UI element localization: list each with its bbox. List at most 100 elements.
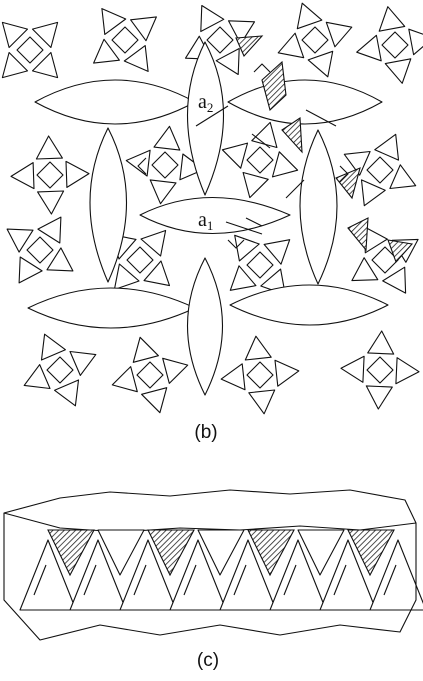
slab-tetrahedron-down	[247, 529, 295, 577]
tetrahedron	[384, 58, 412, 84]
tetrahedron	[215, 47, 240, 76]
tetrahedron	[374, 133, 400, 161]
tetrahedron	[140, 229, 167, 257]
tetrahedron	[378, 6, 406, 32]
axis-label-a1: a1	[198, 209, 263, 235]
four-ring	[136, 361, 164, 389]
tetrahedron	[277, 32, 305, 59]
slab-edge	[83, 564, 97, 596]
tetrahedron	[248, 389, 276, 415]
tetrahedra-cluster	[10, 135, 90, 215]
ring-openings	[27, 41, 389, 396]
tetrahedron	[37, 216, 62, 244]
four-ring	[381, 31, 409, 59]
tetrahedron	[162, 357, 189, 384]
tetrahedron	[271, 151, 299, 178]
tetrahedron	[389, 164, 417, 190]
tetrahedron	[1, 21, 29, 49]
slab-tetrahedra	[3, 513, 423, 641]
tetrahedron	[227, 20, 256, 45]
slab-tetrahedron-up	[69, 539, 127, 611]
four-ring	[126, 246, 154, 274]
tetrahedron	[65, 160, 90, 188]
panel-c-caption: (c)	[197, 650, 219, 671]
four-ring	[301, 26, 329, 54]
tetrahedron	[234, 234, 260, 262]
tetrahedron	[46, 247, 74, 272]
tetrahedron	[221, 142, 249, 169]
slab-edge	[33, 564, 47, 596]
ring-horizontal-top-left	[34, 79, 196, 125]
ring-vertical-left	[89, 127, 127, 283]
slab-edge	[233, 564, 247, 596]
axis-label-a2: a2	[195, 91, 229, 127]
ring-horizontal-a1	[139, 197, 291, 234]
tetrahedra-cluster	[1, 21, 59, 79]
slab-edge	[183, 564, 197, 596]
tetrahedron	[18, 256, 43, 284]
four-ring	[206, 26, 234, 54]
tetrahedron	[93, 38, 120, 64]
slab-tetrahedron-up	[219, 539, 277, 611]
tetrahedron	[153, 125, 181, 151]
tetrahedra-cluster	[277, 2, 353, 78]
tetrahedra-cluster	[356, 6, 423, 84]
tetrahedron	[6, 228, 34, 253]
tetrahedron	[143, 260, 171, 287]
tetrahedron	[113, 263, 140, 291]
slab-tetrahedron-up	[369, 539, 423, 611]
slab-tetrahedron-up	[19, 539, 77, 611]
slab-edge	[283, 564, 297, 596]
slab-tetrahedron-up	[269, 539, 327, 611]
tetrahedron	[200, 4, 225, 33]
tetrahedron	[408, 28, 423, 56]
tetrahedron	[244, 335, 272, 361]
panel-b-framework: a2 a1 (b)	[1, 2, 423, 443]
tetrahedron	[395, 357, 420, 385]
slab-tetrahedron-down	[97, 529, 145, 576]
tetrahedron	[367, 330, 395, 355]
slab-outline	[3, 513, 417, 641]
tetrahedron	[340, 355, 365, 383]
tetrahedron	[31, 21, 59, 49]
four-ring	[151, 151, 179, 179]
tetrahedron	[40, 333, 66, 361]
four-ring	[246, 361, 274, 389]
tetrahedron	[54, 379, 80, 407]
tetrahedron	[35, 135, 63, 160]
tetrahedron	[360, 179, 386, 207]
hatched-tetrahedra	[235, 35, 414, 264]
four-ring	[26, 236, 54, 264]
four-ring	[46, 356, 74, 384]
tetrahedra-cluster	[23, 333, 97, 407]
ring-vertical-bottom-center	[187, 257, 223, 396]
four-ring	[16, 36, 44, 64]
four-ring	[246, 251, 274, 279]
tetrahedron	[1, 51, 29, 79]
tetrahedron	[307, 50, 334, 78]
tetrahedron	[101, 8, 127, 35]
tetrahedron	[229, 265, 257, 291]
tetrahedron	[130, 16, 157, 42]
tetrahedron	[296, 2, 323, 30]
tetrahedron	[220, 363, 246, 391]
tetrahedron	[69, 350, 97, 376]
slab-tetrahedron-down	[197, 529, 245, 576]
slab-tetrahedron-up	[169, 539, 227, 611]
tetrahedron	[274, 359, 300, 387]
slab-tetrahedron-down	[147, 529, 195, 577]
svg-text:a2: a2	[198, 91, 213, 115]
slab-tetrahedron-up	[319, 539, 377, 611]
ring-horizontal-bottom-left	[27, 287, 196, 329]
tetrahedra-cluster	[6, 216, 74, 284]
ring-vertical-right	[299, 129, 338, 285]
tetrahedron	[242, 171, 269, 199]
ring-vertical-a2	[187, 41, 224, 196]
tetrahedron	[132, 336, 159, 363]
tetrahedron	[23, 364, 51, 390]
tetrahedron	[343, 150, 371, 176]
panel-b-caption: (b)	[194, 422, 217, 443]
tetrahedra-cluster	[343, 133, 417, 207]
tetrahedron	[149, 179, 177, 205]
